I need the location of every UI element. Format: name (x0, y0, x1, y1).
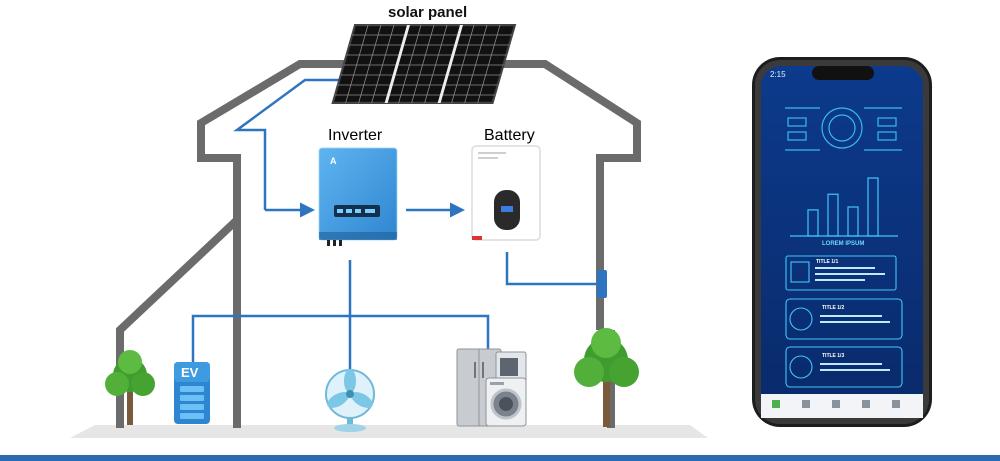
ev-label: EV (181, 365, 199, 380)
phone-bar-1 (807, 209, 819, 237)
phone-card-title-2: TITLE 1/2 (822, 305, 844, 311)
fan-appliance (325, 369, 375, 432)
phone-center-caption: LOREM IPSUM (822, 241, 864, 247)
svg-text:A: A (330, 156, 337, 166)
phone-card-title-1: TITLE 1/1 (816, 259, 838, 265)
ground (70, 425, 708, 438)
wire-panel-to-inverter (233, 78, 340, 210)
phone-card-title-3: TITLE 1/3 (822, 353, 844, 359)
solar-panel-label: solar panel (388, 4, 468, 21)
tree-right (574, 328, 639, 427)
battery (471, 145, 541, 241)
smartphone-app: 2:15 LOREM IPSUM TITLE 1/1 (752, 57, 932, 427)
phone-bar-3 (847, 206, 859, 237)
wire-battery-to-grid (505, 252, 598, 286)
phone-bar-chart (790, 177, 898, 237)
bottom-accent-bar (0, 455, 1000, 461)
battery-label: Battery (484, 127, 535, 144)
grid-meter (597, 270, 607, 298)
home-appliances (456, 348, 527, 427)
inverter: A (318, 147, 398, 246)
wire-load-bus (191, 314, 490, 366)
ev-charger (174, 362, 210, 424)
solar-panel (331, 24, 517, 104)
inverter-label: Inverter (328, 127, 383, 144)
phone-status-time: 2:15 (770, 70, 786, 79)
phone-bar-2 (827, 193, 839, 237)
tree-left (105, 350, 155, 425)
wiring (191, 78, 598, 378)
phone-bar-4 (867, 177, 879, 237)
